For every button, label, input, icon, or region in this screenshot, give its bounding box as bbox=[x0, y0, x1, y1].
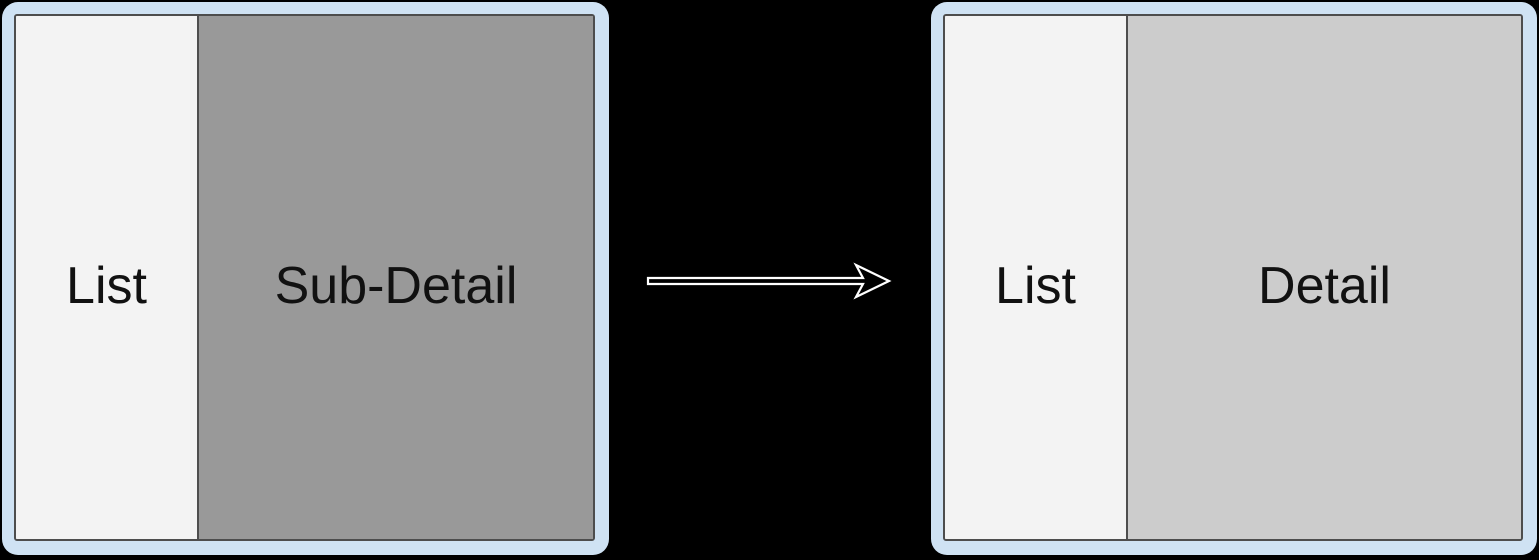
list-pane-label: List bbox=[995, 256, 1076, 315]
right-arrow-icon bbox=[646, 262, 892, 300]
sub-detail-pane-label: Sub-Detail bbox=[274, 256, 518, 315]
panel-list-sub-detail-body: List Sub-Detail bbox=[14, 14, 595, 541]
detail-pane-label: Detail bbox=[1258, 256, 1391, 315]
sub-detail-pane: Sub-Detail bbox=[199, 16, 593, 539]
detail-pane: Detail bbox=[1128, 16, 1521, 539]
panel-list-sub-detail: List Sub-Detail bbox=[2, 2, 609, 555]
list-pane: List bbox=[945, 16, 1128, 539]
right-arrow-shape bbox=[646, 262, 892, 300]
list-pane: List bbox=[16, 16, 199, 539]
panel-list-detail: List Detail bbox=[931, 2, 1537, 555]
panel-list-detail-body: List Detail bbox=[943, 14, 1523, 541]
list-pane-label: List bbox=[66, 256, 147, 315]
